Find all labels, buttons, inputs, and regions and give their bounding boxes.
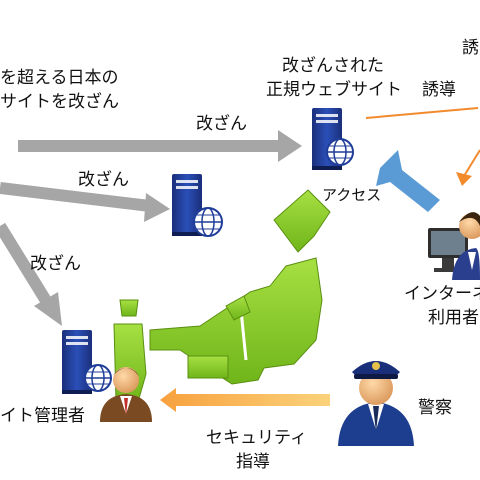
police-officer-icon [338, 361, 414, 446]
lure-arrow-down [456, 149, 480, 186]
security-guidance-arrow [160, 388, 330, 412]
site-admin-label: イト管理者 [0, 406, 85, 426]
tamper-label-1: 改ざん [196, 114, 247, 134]
access-label: アクセス [322, 186, 382, 204]
tamper-label-3: 改ざん [30, 254, 81, 274]
tampered-site-label-line1: 改ざんされた [282, 56, 384, 76]
internet-user-label-line2: 利用者 [428, 308, 479, 328]
globe-icon [193, 207, 223, 237]
security-guidance-label-line2: 指導 [236, 452, 270, 472]
tamper-arrow-2 [0, 182, 170, 222]
top-left-label-line1: を超える日本の [0, 68, 119, 88]
lure-arrow-top [365, 107, 479, 119]
tamper-label-2: 改ざん [78, 170, 129, 190]
admin-person-icon [100, 367, 152, 422]
tamper-arrow-1 [18, 130, 302, 162]
police-label: 警察 [418, 398, 452, 418]
tamper-arrow-3 [0, 222, 62, 326]
top-left-label-line2: サイトを改ざん [0, 92, 119, 112]
tampered-site-label-line2: 正規ウェブサイト [266, 80, 402, 100]
security-guidance-label-line1: セキュリティ [206, 428, 307, 448]
top-right-partial-label: 誘 [462, 38, 479, 58]
user-person-icon [428, 212, 480, 280]
access-arrow [376, 150, 440, 212]
lure-label: 誘導 [422, 80, 456, 100]
internet-user-label-line1: インターネ [404, 284, 480, 304]
globe-icon [326, 138, 354, 166]
globe-icon [84, 364, 112, 392]
